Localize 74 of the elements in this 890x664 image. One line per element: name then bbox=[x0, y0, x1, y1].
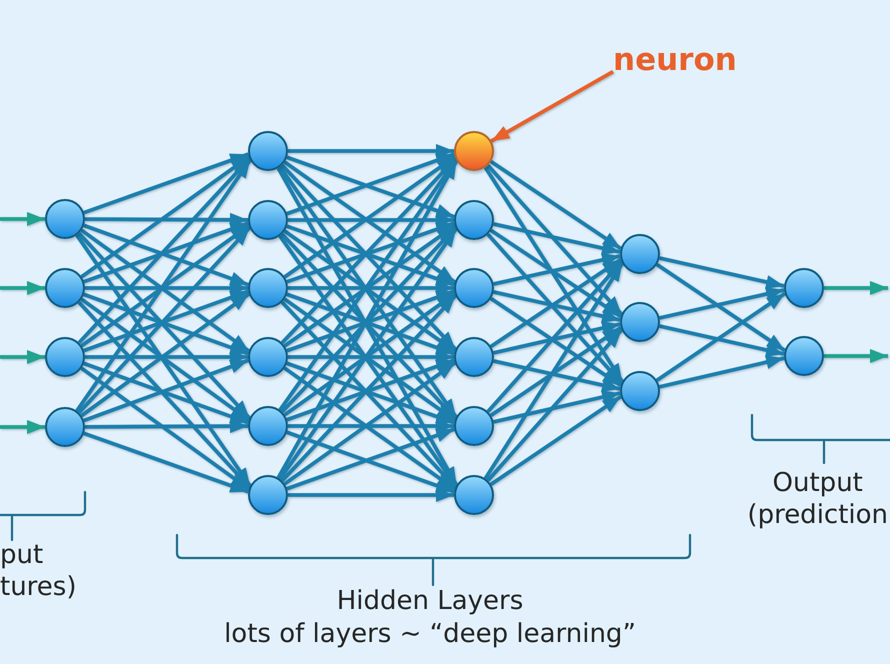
connection-arrow bbox=[493, 321, 621, 355]
input-arrow bbox=[0, 212, 45, 226]
layer-caption: put tures) bbox=[0, 539, 76, 603]
connection-arrow bbox=[288, 488, 454, 502]
connection-arrow bbox=[490, 258, 622, 348]
connection-arrow bbox=[486, 260, 623, 413]
connection-arrow bbox=[486, 233, 623, 384]
neuron-circle bbox=[784, 336, 824, 376]
connection-arrow bbox=[490, 296, 622, 388]
connection-arrow bbox=[288, 144, 454, 158]
connection-arrow bbox=[78, 301, 251, 489]
neuron-circle bbox=[454, 337, 494, 377]
connection-arrow bbox=[80, 155, 250, 278]
input-arrow bbox=[0, 281, 45, 295]
layer-caption: Hidden Layers bbox=[336, 585, 524, 617]
leader-arrow bbox=[490, 70, 614, 143]
connection-arrow bbox=[288, 213, 454, 227]
connection-arrow bbox=[80, 366, 250, 491]
neuron-circle bbox=[248, 337, 288, 377]
neuron-circle bbox=[248, 200, 288, 240]
output-arrow bbox=[824, 349, 888, 363]
connection-arrow bbox=[490, 160, 622, 250]
connection-arrow bbox=[83, 152, 249, 214]
input-arrow bbox=[0, 420, 45, 434]
neuron-circle bbox=[248, 475, 288, 515]
connection-arrow bbox=[484, 262, 624, 480]
connection-arrow bbox=[490, 326, 622, 417]
connection-arrow bbox=[493, 390, 621, 424]
neuron-circle bbox=[620, 371, 660, 411]
connection-arrow bbox=[75, 234, 252, 488]
connection-arrow bbox=[659, 287, 785, 320]
connection-arrow bbox=[493, 222, 621, 255]
connection-arrow bbox=[288, 281, 454, 295]
layer-caption: lots of layers ~ “deep learning” bbox=[224, 618, 636, 650]
connection-arrow bbox=[84, 419, 248, 434]
neuron-circle bbox=[45, 407, 85, 447]
output-arrow bbox=[824, 281, 888, 295]
connection-arrow bbox=[85, 281, 248, 295]
layer-caption: Output (prediction bbox=[747, 467, 888, 531]
connection-arrow bbox=[288, 350, 454, 364]
neuron-circle bbox=[45, 337, 85, 377]
connection-arrow bbox=[656, 262, 786, 352]
neuron-circle bbox=[45, 268, 85, 308]
neuron-circle bbox=[454, 268, 494, 308]
neuron-circle bbox=[454, 406, 494, 446]
connection-arrow bbox=[490, 394, 622, 486]
highlighted-neuron-circle bbox=[454, 131, 494, 171]
connection-arrow bbox=[288, 419, 454, 433]
callout-label: neuron bbox=[613, 42, 737, 79]
connection-arrow bbox=[484, 166, 624, 383]
neuron-circle bbox=[454, 200, 494, 240]
neuron-circle bbox=[454, 475, 494, 515]
connection-arrow bbox=[493, 359, 621, 392]
connection-arrow bbox=[493, 253, 621, 286]
connection-arrow bbox=[75, 158, 252, 412]
connection-arrow bbox=[493, 290, 621, 323]
connection-arrow bbox=[656, 292, 786, 382]
connection-arrow bbox=[490, 228, 622, 318]
neuron-circle bbox=[248, 406, 288, 446]
connection-arrow bbox=[486, 328, 624, 482]
neuron-circle bbox=[248, 131, 288, 171]
connection-arrow bbox=[659, 256, 785, 289]
connection-arrow bbox=[78, 157, 251, 344]
neuron-circle bbox=[784, 268, 824, 308]
connection-arrow bbox=[659, 324, 785, 357]
connection-arrow bbox=[85, 350, 248, 364]
neuron-circle bbox=[620, 302, 660, 342]
connection-arrow bbox=[659, 355, 785, 389]
connection-arrow bbox=[83, 432, 249, 494]
connection-arrow bbox=[486, 164, 623, 316]
neuron-circle bbox=[248, 268, 288, 308]
input-arrow bbox=[0, 350, 45, 364]
neuron-circle bbox=[620, 234, 660, 274]
neuron-circle bbox=[45, 199, 85, 239]
